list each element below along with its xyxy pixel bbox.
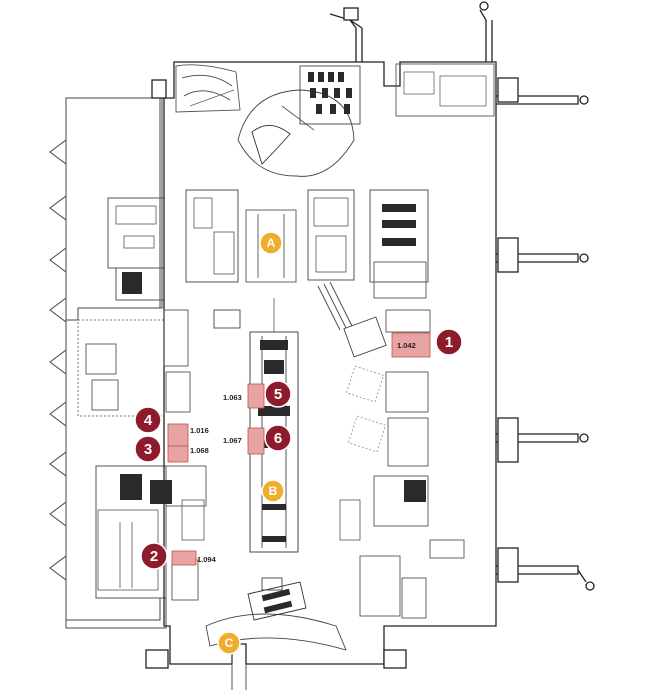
marker-b-label: B [269, 484, 278, 498]
room-label-1016: 1.016 [190, 426, 209, 435]
marker-a-label: A [267, 236, 276, 250]
main-terminal-outline [163, 61, 497, 665]
left-gate-sawtooth [49, 139, 67, 581]
room-1042-area[interactable] [391, 332, 431, 358]
jet-bridge-right-2 [496, 253, 579, 263]
numbered-location-marker-icon[interactable]: 3 [134, 435, 162, 463]
jet-bridge-top-right [479, 9, 493, 62]
marker-1-label: 1 [445, 334, 453, 351]
room-label-1068: 1.068 [190, 446, 209, 455]
room-1068-area[interactable] [167, 445, 189, 463]
jet-bridge-right-4 [496, 565, 587, 583]
marker-4-label: 4 [144, 412, 153, 429]
numbered-markers: 1 2 3 4 5 6 [134, 328, 463, 570]
room-label-1042: 1.042 [397, 341, 416, 350]
jet-bridge-top-left [329, 13, 363, 62]
left-wing [49, 97, 167, 629]
numbered-location-marker-icon[interactable]: 1 [435, 328, 463, 356]
numbered-location-marker-icon[interactable]: 4 [134, 406, 162, 434]
room-1016-area[interactable] [167, 423, 189, 447]
room-label-1094: 1.094 [197, 555, 217, 564]
lettered-entrance-marker-icon[interactable]: C [217, 631, 241, 655]
rotunda [237, 89, 355, 177]
lettered-entrance-marker-icon[interactable]: B [261, 479, 285, 503]
numbered-location-marker-icon[interactable]: 5 [264, 380, 292, 408]
letter-markers: A B C [217, 231, 285, 655]
marker-6-label: 6 [274, 430, 282, 447]
room-labels: 1.042 1.063 1.067 1.016 1.068 1.094 [190, 341, 416, 564]
numbered-location-marker-icon[interactable]: 6 [264, 424, 292, 452]
main-terminal [145, 1, 595, 669]
numbered-location-marker-icon[interactable]: 2 [140, 542, 168, 570]
lettered-entrance-marker-icon[interactable]: A [259, 231, 283, 255]
left-wing-outline [65, 97, 167, 629]
room-1094-area[interactable] [171, 550, 197, 566]
marker-5-label: 5 [274, 386, 282, 403]
room-1067-area[interactable] [247, 427, 265, 455]
room-1063-area[interactable] [247, 383, 265, 409]
marker-2-label: 2 [150, 548, 158, 565]
jet-bridge-right-1 [496, 95, 579, 105]
room-label-1063: 1.063 [223, 393, 242, 402]
marker-c-label: C [225, 636, 234, 650]
interior-detail [150, 63, 495, 690]
highlighted-rooms [167, 332, 431, 566]
jet-bridge-right-3 [496, 433, 579, 443]
marker-3-label: 3 [144, 441, 152, 458]
room-label-1067: 1.067 [223, 436, 242, 445]
